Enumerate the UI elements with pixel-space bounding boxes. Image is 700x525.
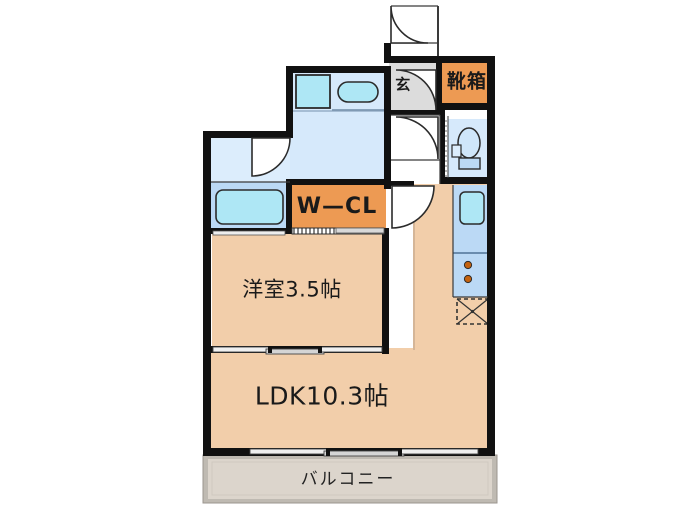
wall-wcl-left (286, 179, 292, 234)
wall-washroom-left (286, 66, 293, 138)
yoshitsu-top-strip (212, 230, 286, 236)
wall-right-lower (487, 181, 495, 455)
wall-hall-ldk-divider (384, 181, 414, 186)
balcony-window (249, 448, 479, 457)
entrance-door-arc (390, 5, 429, 44)
wall-toilet-left (440, 110, 445, 180)
wall-wcl-top (286, 179, 390, 185)
balcony-inner-outline (211, 461, 489, 496)
stove-burner-back (463, 274, 473, 284)
toilet-side-box (451, 144, 462, 158)
vanity-sink-basin (337, 81, 379, 103)
wall-left-lower (203, 232, 211, 454)
wall-left-bath (203, 131, 211, 234)
bathtub (215, 189, 284, 225)
wall-yoshitsu-right (382, 228, 389, 354)
wall-genkan-right-stub (436, 56, 442, 70)
wall-right-upper (487, 56, 495, 181)
hall-door-upper-arc (395, 116, 439, 160)
wcl-doors (291, 227, 385, 235)
wall-shoe-cabinet-bottom (436, 103, 492, 110)
yoshitsu-floor (212, 232, 386, 350)
balcony-floor (208, 459, 492, 499)
washing-machine-space (295, 74, 331, 109)
walk-in-closet-fill (290, 182, 386, 230)
wall-washroom-right (384, 66, 391, 186)
kitchen-sink (459, 191, 485, 225)
stove-burner-front (463, 260, 473, 270)
genkan-door-arc (395, 69, 437, 111)
room-sliding-doors (212, 346, 383, 355)
wall-toilet-bottom (440, 177, 492, 184)
wall-genkan-hall-divider (384, 110, 440, 115)
sliding-doors (212, 227, 479, 457)
balcony-area (202, 454, 498, 504)
wall-entrance-jamb (384, 43, 391, 63)
ldk-floor (208, 348, 490, 455)
shoe-cabinet-fill (441, 62, 490, 104)
fixtures (215, 74, 490, 325)
wall-bath-top (203, 131, 293, 138)
door-swings (251, 5, 439, 229)
wall-washroom-top (286, 66, 390, 73)
bath-door-arc (251, 137, 291, 177)
closet-areas (290, 62, 490, 230)
hall-door-lower-arc (391, 185, 435, 229)
wall-shoe-cabinet-left (436, 56, 442, 106)
toilet-tank (458, 157, 481, 170)
